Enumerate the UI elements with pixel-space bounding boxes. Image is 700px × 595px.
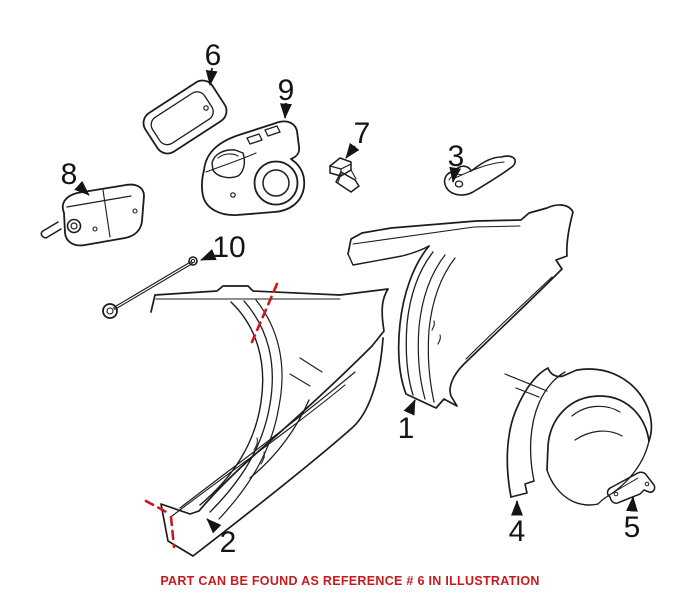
callout-number-1[interactable]: 1: [398, 412, 415, 445]
side-frame-drawing: [150, 285, 389, 557]
wheel-arch-liner-drawing: [506, 367, 653, 506]
cut-line-rocker-flange: [144, 499, 172, 516]
callout-9[interactable]: 9: [278, 74, 295, 119]
callout-arrow-9: [280, 102, 292, 119]
callout-2[interactable]: 2: [206, 518, 237, 559]
callout-arrow-6: [205, 67, 218, 86]
reference-note: PART CAN BE FOUND AS REFERENCE # 6 IN IL…: [160, 574, 540, 588]
callout-number-3[interactable]: 3: [448, 140, 465, 173]
callout-number-5[interactable]: 5: [624, 511, 641, 544]
callout-8[interactable]: 8: [61, 158, 90, 196]
quarter-panel-drawing: [347, 204, 574, 409]
clip-drawing: [329, 157, 360, 193]
callout-arrow-3: [449, 166, 462, 183]
callout-number-4[interactable]: 4: [509, 515, 526, 548]
callout-1[interactable]: 1: [398, 399, 416, 445]
lock-actuator-drawing: [40, 183, 145, 247]
callout-10[interactable]: 10: [200, 231, 246, 264]
callout-arrow-5: [626, 496, 638, 512]
callout-6[interactable]: 6: [205, 39, 222, 86]
callout-3[interactable]: 3: [448, 140, 465, 183]
callout-number-10[interactable]: 10: [212, 231, 245, 264]
callout-arrow-1: [403, 399, 416, 416]
callout-number-7[interactable]: 7: [354, 117, 371, 150]
red-cut-marks: [144, 282, 279, 549]
callout-arrow-7: [345, 142, 360, 159]
callout-5[interactable]: 5: [624, 496, 641, 544]
callout-number-6[interactable]: 6: [205, 39, 222, 72]
callout-7[interactable]: 7: [345, 117, 371, 159]
cut-line-rocker-end: [169, 515, 176, 549]
support-bracket-drawing: [606, 471, 656, 504]
release-rod-drawing: [102, 256, 198, 319]
callout-number-8[interactable]: 8: [61, 158, 78, 191]
callout-arrow-2: [206, 518, 222, 534]
fuel-filler-flap-drawing: [142, 79, 228, 155]
fuel-filler-housing-drawing: [201, 120, 306, 216]
callout-arrow-10: [200, 248, 217, 261]
callout-arrow-8: [74, 180, 90, 196]
callout-number-2[interactable]: 2: [220, 526, 237, 559]
callout-4[interactable]: 4: [509, 500, 526, 548]
callout-number-9[interactable]: 9: [278, 74, 295, 107]
cut-line-pillar: [250, 282, 279, 344]
